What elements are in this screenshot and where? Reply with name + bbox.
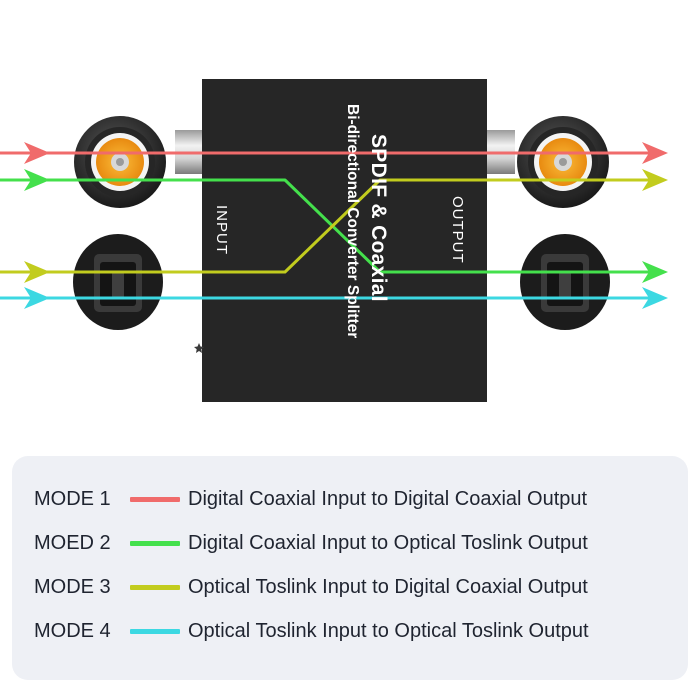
mode-color-swatch xyxy=(130,497,180,502)
optical-toslink-port-icon xyxy=(73,234,163,330)
device-title: SPDIF & Coaxial xyxy=(367,134,390,302)
mode-description: Optical Toslink Input to Optical Toslink… xyxy=(188,620,589,642)
mode-legend: MODE 1 Digital Coaxial Input to Digital … xyxy=(12,456,688,680)
mode-row: MODE 1 Digital Coaxial Input to Digital … xyxy=(12,485,688,515)
mode-row: MODE 3 Optical Toslink Input to Digital … xyxy=(12,573,688,603)
device-body xyxy=(202,79,487,402)
mode-label: MODE 3 xyxy=(34,576,111,598)
signal-paths xyxy=(0,151,650,300)
mode-row: MOED 2 Digital Coaxial Input to Optical … xyxy=(12,529,688,559)
mode-row: MODE 4 Optical Toslink Input to Optical … xyxy=(12,617,688,647)
mode-label: MODE 1 xyxy=(34,488,111,510)
arrow-right-icon xyxy=(24,142,668,309)
mode-description: Digital Coaxial Input to Optical Toslink… xyxy=(188,532,588,554)
mode-color-swatch xyxy=(130,585,180,590)
optical-toslink-port-icon xyxy=(520,234,610,330)
converter-diagram xyxy=(0,79,668,402)
mode-description: Digital Coaxial Input to Digital Coaxial… xyxy=(188,488,588,510)
input-label: INPUT xyxy=(213,205,230,255)
mode-label: MODE 4 xyxy=(34,620,111,642)
rca-coaxial-jack-icon xyxy=(74,116,166,208)
device-subtitle: Bi-directional Converter Splitter xyxy=(344,104,361,339)
mode-description: Optical Toslink Input to Digital Coaxial… xyxy=(188,576,588,598)
output-label: OUTPUT xyxy=(449,196,466,264)
mode-3-path xyxy=(0,178,650,274)
mode-color-swatch xyxy=(130,629,180,634)
star-mark-icon xyxy=(194,343,204,353)
rca-coaxial-jack-icon xyxy=(517,116,609,208)
mode-color-swatch xyxy=(130,541,180,546)
mode-label: MOED 2 xyxy=(34,532,111,554)
